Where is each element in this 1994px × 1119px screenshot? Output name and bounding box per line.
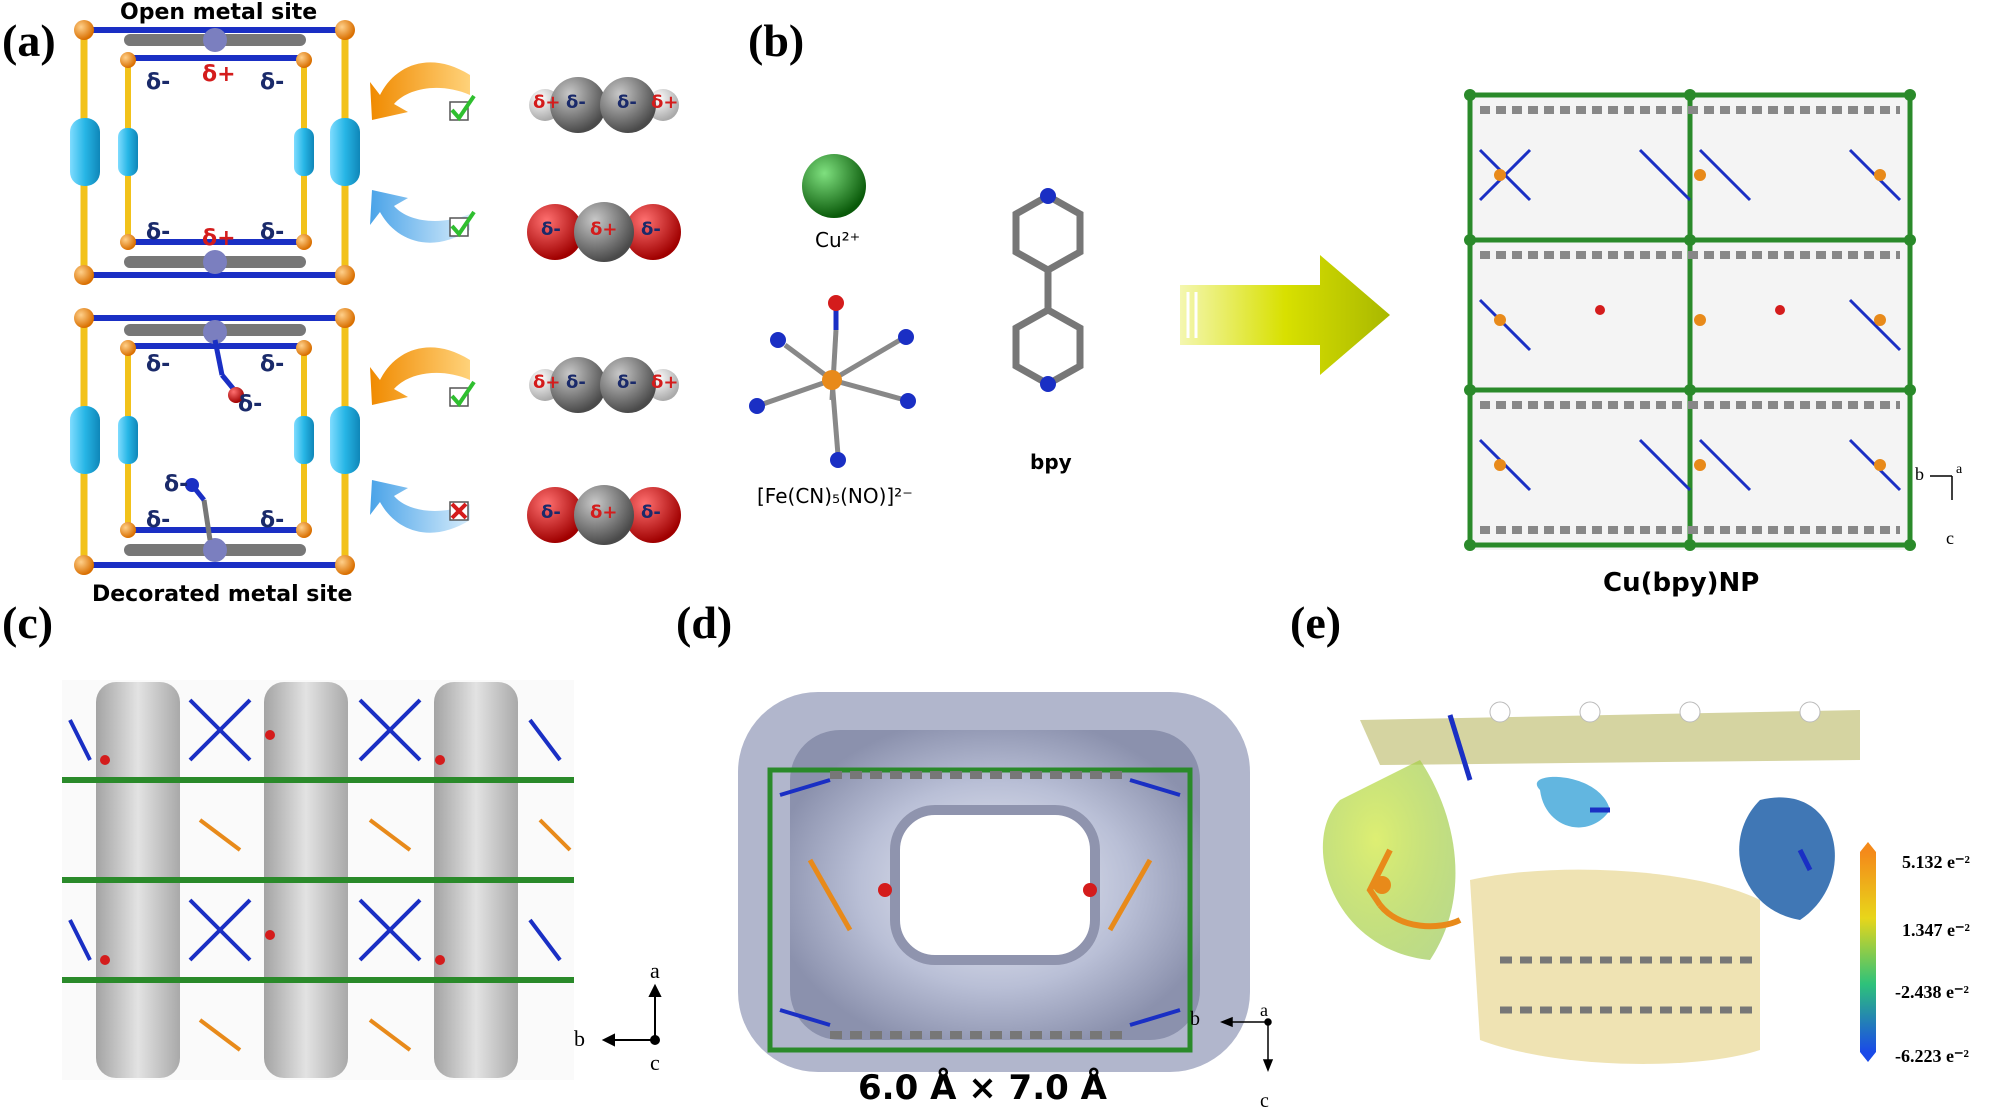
charge-label: δ- xyxy=(566,92,586,113)
charge-label: δ- xyxy=(146,220,171,245)
axis-label-c: c xyxy=(1260,1090,1269,1112)
decorated-metal-site-caption: Decorated metal site xyxy=(92,582,353,607)
axis-label-a: a xyxy=(1260,1000,1268,1020)
charge-label: δ+ xyxy=(533,372,561,393)
fe-complex-label: [Fe(CN)₅(NO)]²⁻ xyxy=(757,484,913,508)
charge-label: δ+ xyxy=(533,92,561,113)
charge-label: δ- xyxy=(566,372,586,393)
axis-label-b: b xyxy=(1915,464,1924,484)
colorbar-mid-low-label: -2.438 e⁻² xyxy=(1895,982,1969,1002)
pore-size-label: 6.0 Å × 7.0 Å xyxy=(858,1068,1107,1108)
charge-label: δ- xyxy=(541,502,561,523)
axis-label-b: b xyxy=(574,1026,585,1051)
colorbar-mid-high-label: 1.347 e⁻² xyxy=(1902,920,1970,940)
bpy-molecule xyxy=(1012,188,1084,392)
panel-label-b: (b) xyxy=(748,15,805,66)
axis-indicator-d xyxy=(1219,1016,1274,1073)
charge-label: δ- xyxy=(260,352,285,377)
charge-label: δ- xyxy=(164,472,189,497)
axis-label-c: c xyxy=(1946,528,1954,548)
axis-indicator-c xyxy=(601,983,662,1047)
charge-label: δ+ xyxy=(651,372,679,393)
cage-lower xyxy=(70,308,360,575)
cu-ion-label: Cu²⁺ xyxy=(815,228,861,252)
charge-label: δ- xyxy=(260,220,285,245)
panel-label-e: (e) xyxy=(1290,597,1342,648)
checkmark-icon xyxy=(449,94,476,408)
panel-b-graphic xyxy=(749,89,1953,551)
charge-label: δ- xyxy=(146,70,171,95)
charge-label: δ- xyxy=(260,508,285,533)
colorbar xyxy=(1860,842,1876,1062)
charge-label: δ+ xyxy=(590,502,618,523)
panel-a-graphic xyxy=(70,20,681,575)
charge-label: δ+ xyxy=(590,219,618,240)
product-label: Cu(bpy)NP xyxy=(1603,568,1760,598)
axis-label-c: c xyxy=(650,1050,660,1075)
charge-label: δ- xyxy=(641,219,661,240)
open-metal-site-caption: Open metal site xyxy=(120,0,318,25)
colorbar-min-label: -6.223 e⁻² xyxy=(1895,1046,1969,1066)
acetylene-molecule-top xyxy=(529,77,679,133)
charge-label: δ- xyxy=(146,508,171,533)
cage-upper xyxy=(70,20,360,285)
charge-label: δ- xyxy=(146,352,171,377)
charge-label: δ- xyxy=(541,219,561,240)
panel-label-c: (c) xyxy=(2,597,54,648)
charge-label: δ+ xyxy=(202,62,236,87)
panel-label-d: (d) xyxy=(676,597,733,648)
arrow-icon xyxy=(370,62,470,533)
acetylene-molecule-bottom xyxy=(529,357,679,413)
charge-label: δ- xyxy=(260,70,285,95)
charge-label: δ- xyxy=(238,392,263,417)
framework-structure xyxy=(1464,89,1916,551)
axis-label-b: b xyxy=(1190,1008,1200,1030)
co2-molecule-top xyxy=(527,202,681,262)
colorbar-max-label: 5.132 e⁻² xyxy=(1902,852,1970,872)
axis-label-a: a xyxy=(650,958,660,983)
co2-molecule-bottom xyxy=(527,485,681,545)
axis-indicator-b xyxy=(1930,475,1953,500)
cross-icon xyxy=(449,501,469,521)
fe-complex xyxy=(749,295,916,468)
charge-label: δ+ xyxy=(651,92,679,113)
cu-ion-sphere xyxy=(802,154,866,218)
charge-label: δ- xyxy=(641,502,661,523)
panel-label-a: (a) xyxy=(2,15,56,66)
charge-label: δ- xyxy=(617,92,637,113)
bpy-label: bpy xyxy=(1030,450,1072,474)
charge-label: δ+ xyxy=(202,226,236,251)
axis-label-a: a xyxy=(1956,462,1963,477)
charge-label: δ- xyxy=(617,372,637,393)
arrow-icon xyxy=(1180,255,1390,375)
